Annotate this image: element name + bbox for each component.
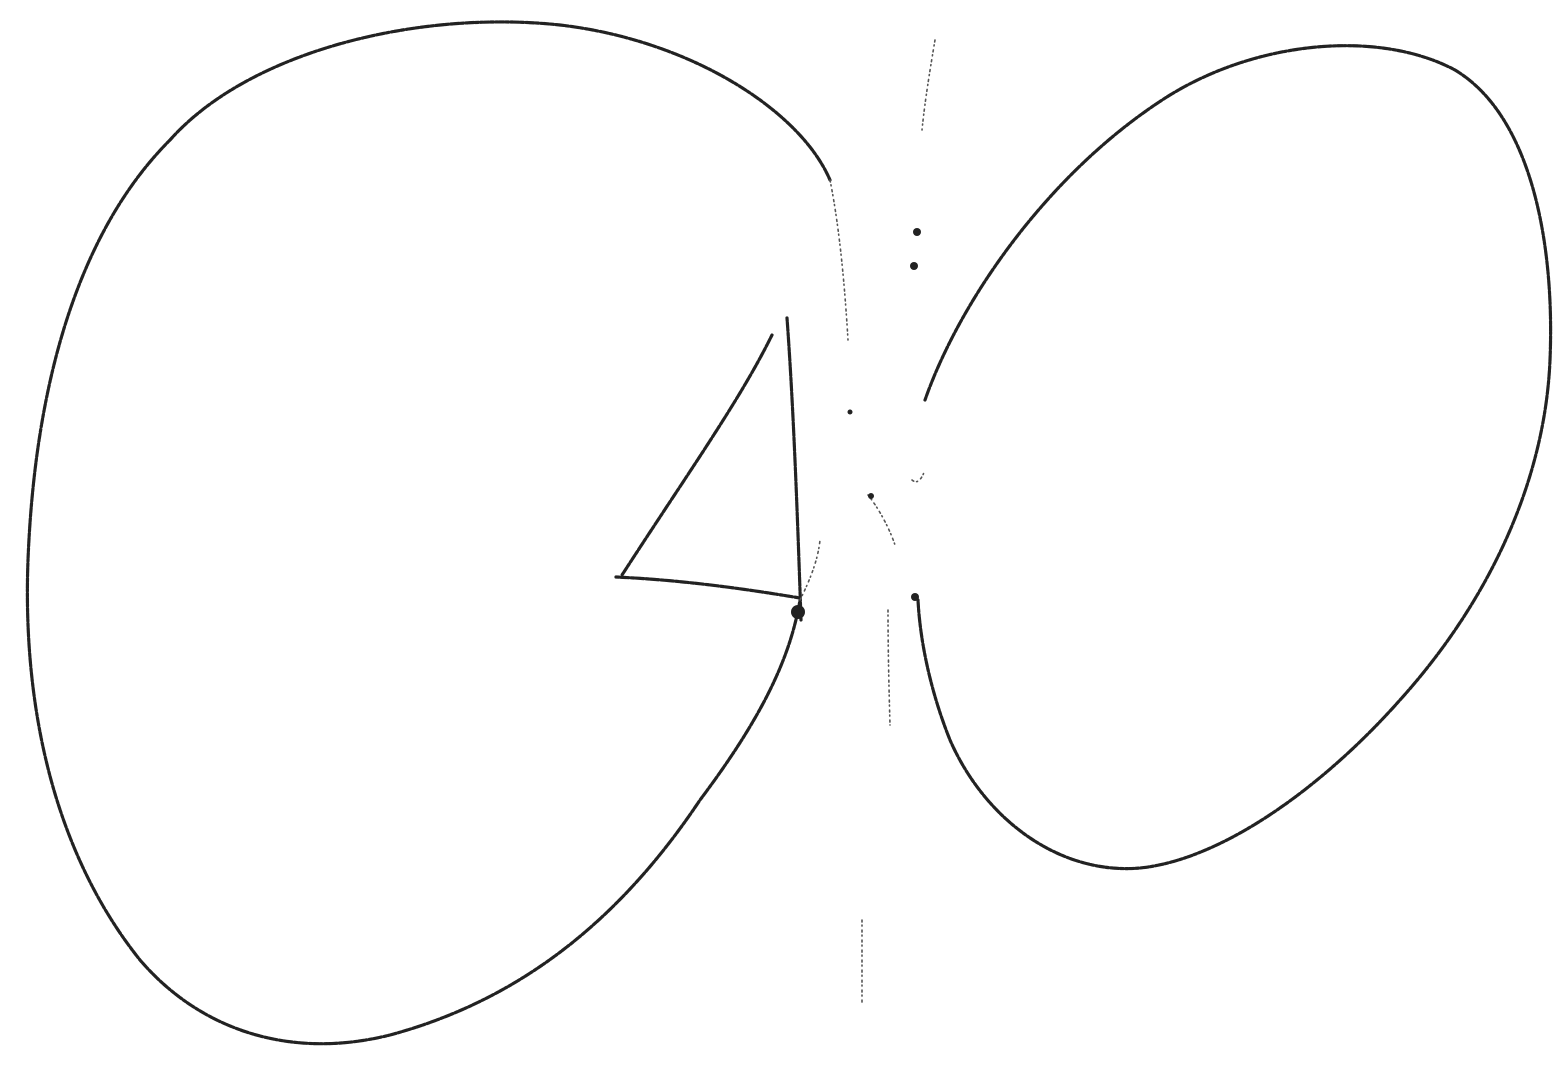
- left-loop-tail: [830, 180, 848, 340]
- ink-dot: [848, 410, 853, 415]
- digit-four-hook: [800, 540, 820, 600]
- digit-four-horizontal: [616, 577, 800, 598]
- digit-four-vertical: [787, 318, 801, 620]
- center-stroke-mid: [868, 495, 895, 545]
- ink-dot: [910, 262, 918, 270]
- ink-dot: [911, 593, 919, 601]
- digit-four-diagonal: [622, 335, 772, 575]
- center-stroke-top: [922, 40, 935, 130]
- center-stroke-right: [912, 470, 925, 482]
- ink-dot: [913, 228, 921, 236]
- left-loop: [27, 22, 830, 1044]
- ink-dot: [791, 605, 805, 619]
- ink-dot: [868, 493, 874, 499]
- center-stroke-low: [888, 610, 890, 725]
- right-loop: [918, 46, 1551, 869]
